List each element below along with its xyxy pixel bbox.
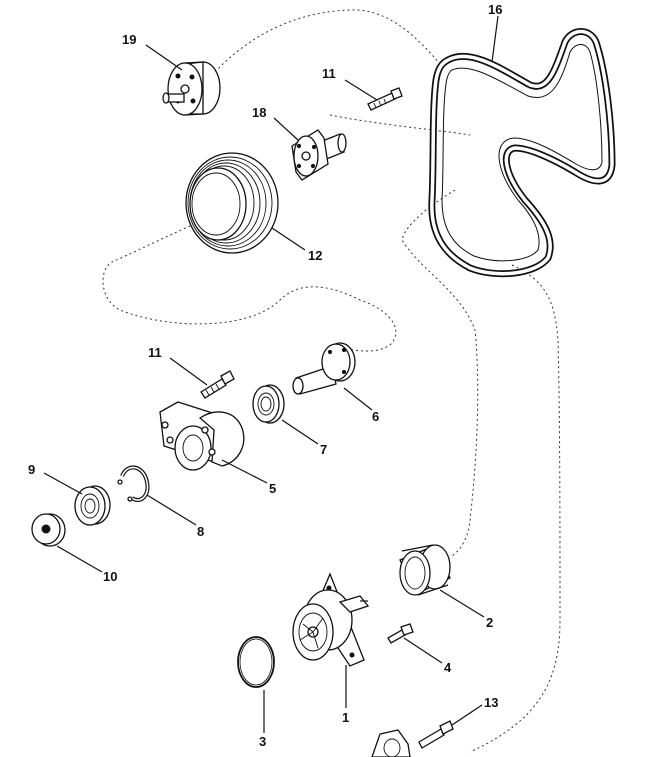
callout-18: 18 xyxy=(252,105,266,120)
callout-15: 13 xyxy=(484,695,498,710)
callout-12: 12 xyxy=(308,248,322,263)
flanged-idler-shaft xyxy=(291,129,347,181)
callout-10: 10 xyxy=(103,569,117,584)
bolt-11 xyxy=(200,370,235,399)
snap-ring xyxy=(117,465,150,502)
callout-13: 11 xyxy=(322,66,336,81)
callout-6: 6 xyxy=(372,409,379,424)
bearing-7 xyxy=(252,384,285,424)
idler-pulley-with-shaft xyxy=(162,61,221,116)
callout-16: 16 xyxy=(488,2,502,17)
callout-4: 4 xyxy=(444,660,452,675)
idler-roller xyxy=(399,544,451,596)
callout-7: 7 xyxy=(320,442,327,457)
grooved-pulley xyxy=(185,152,279,254)
tensioner-housing xyxy=(159,401,245,471)
bolt-13 xyxy=(367,87,403,111)
drive-belt xyxy=(428,28,616,278)
leader-lines xyxy=(43,15,499,733)
bearing-9 xyxy=(74,485,111,526)
bolt-4 xyxy=(387,623,414,644)
callout-1: 1 xyxy=(342,710,349,725)
callout-19: 19 xyxy=(122,32,136,47)
partial-component xyxy=(371,729,411,757)
washer xyxy=(31,513,66,547)
water-pump xyxy=(292,572,370,667)
assembly-guide-lines xyxy=(102,9,561,753)
callout-labels: 16 19 11 18 12 11 6 7 5 8 9 10 2 4 1 3 1… xyxy=(28,2,502,749)
callout-8: 8 xyxy=(197,524,204,539)
o-ring xyxy=(237,636,275,688)
callout-11: 11 xyxy=(148,345,162,360)
tensioner-shaft xyxy=(292,342,356,395)
callout-9: 9 xyxy=(28,462,35,477)
bolt-15 xyxy=(418,720,454,749)
callout-3: 3 xyxy=(259,734,266,749)
callout-5: 5 xyxy=(269,481,276,496)
callout-2: 2 xyxy=(486,615,493,630)
